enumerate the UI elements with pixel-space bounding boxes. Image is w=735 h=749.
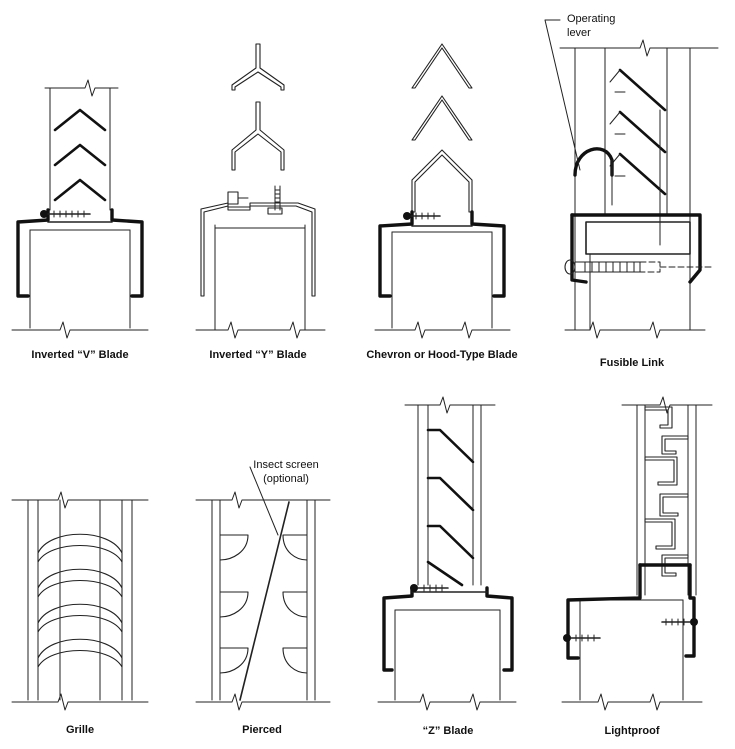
z-blade-frame [377,396,517,711]
inverted-v-sill [16,208,144,298]
lightproof-sill [566,563,696,660]
insect-screen [239,501,290,701]
fusible-sill [570,213,702,284]
caption-chevron: Chevron or Hood-Type Blade [366,349,517,361]
panel-fusible: Operating lever Fusible Link [544,13,719,369]
caption-z-blade: “Z” Blade [423,725,474,737]
screw-icon [563,634,601,642]
caption-pierced: Pierced [242,724,282,736]
screw-icon [403,212,441,220]
grille-frame [11,491,149,711]
panel-inverted-v: Inverted “V” Blade [11,79,149,361]
chevron-blades [411,43,473,213]
screw-icon [661,618,698,626]
fusible-blades [609,68,667,196]
chevron-frame [374,231,511,339]
caption-grille: Grille [66,724,94,736]
annotation-lever: lever [567,27,591,39]
z-blade-sill [382,586,514,672]
annotation-operating: Operating [567,13,615,25]
caption-fusible: Fusible Link [600,357,665,369]
caption-lightproof: Lightproof [605,725,660,737]
annotation-optional: (optional) [263,473,309,485]
grille-blades [37,533,123,668]
annotation-insect-screen: Insect screen [253,459,318,471]
panel-chevron: Chevron or Hood-Type Blade [366,43,518,361]
inverted-y-sill [200,202,316,297]
caption-inverted-y: Inverted “Y” Blade [209,349,306,361]
panel-lightproof: Lightproof [561,396,713,737]
lightproof-frame [561,396,713,711]
panel-z-blade: “Z” Blade [377,396,517,737]
screw-icon [410,584,449,592]
caption-inverted-v: Inverted “V” Blade [31,349,128,361]
pierced-hoods [219,534,308,674]
bolt-icon [227,185,281,211]
inverted-y-frame [195,224,326,339]
fusible-frame [559,39,719,339]
chevron-sill [378,210,506,298]
inverted-y-blades [231,43,285,171]
panel-pierced: Insect screen (optional) Pierced [195,459,331,736]
panel-inverted-y: Inverted “Y” Blade [195,43,326,361]
operating-lever-leader [544,19,581,171]
inverted-v-blades [53,108,107,202]
inverted-v-frame [11,79,149,339]
insect-screen-leader [249,466,279,536]
pierced-frame [195,491,331,711]
screw-icon [40,210,91,218]
lightproof-baffles [644,406,689,577]
panel-grille: Grille [11,491,149,736]
screw-icon [564,259,713,275]
z-blades [426,428,475,587]
